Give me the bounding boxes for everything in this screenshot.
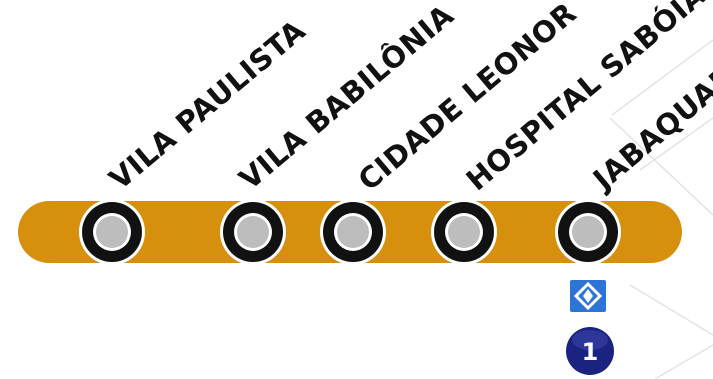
line-number: 1 — [582, 338, 599, 366]
line-1-badge[interactable]: 1 — [566, 327, 614, 375]
station-label: VILA BABILÔNIA — [233, 0, 460, 196]
metro-diamond-icon[interactable] — [570, 280, 606, 312]
background-decoration — [609, 39, 713, 379]
